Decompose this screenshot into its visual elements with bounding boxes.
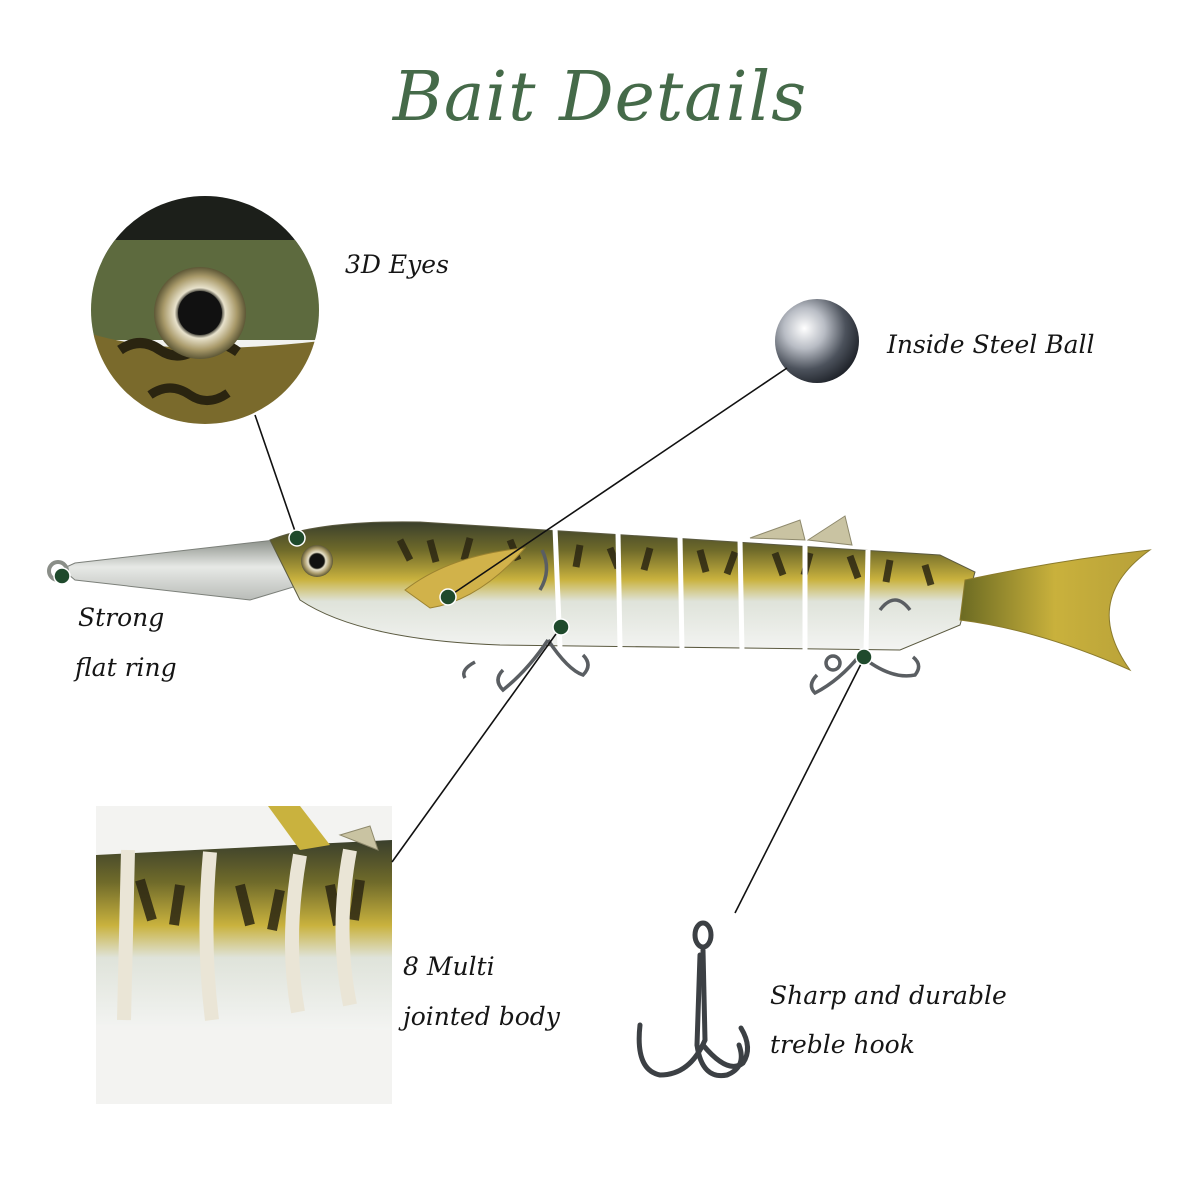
callout-ring-line2: flat ring — [75, 653, 177, 682]
callout-body-line1: 8 Multi — [403, 952, 495, 981]
page-title: Bait Details — [392, 58, 808, 137]
marker-dot-ring — [53, 567, 71, 585]
steel-ball-image — [775, 299, 859, 383]
callout-hook-line1: Sharp and durable — [770, 981, 1007, 1010]
jointed-body-closeup-inset — [96, 806, 392, 1104]
callout-hook-line2: treble hook — [770, 1030, 915, 1059]
callout-steel-ball: Inside Steel Ball — [887, 330, 1095, 359]
marker-dot-steel-ball — [439, 588, 457, 606]
treble-hook-image — [636, 920, 750, 1079]
lure-illustration — [47, 515, 1152, 696]
marker-dot-hook — [855, 648, 873, 666]
marker-dot-body — [552, 618, 570, 636]
marker-dot-eyes — [288, 529, 306, 547]
callout-3d-eyes: 3D Eyes — [345, 250, 449, 279]
eye-closeup-inset — [91, 196, 319, 424]
callout-ring-line1: Strong — [78, 603, 165, 632]
callout-lines — [254, 367, 865, 914]
callout-body-line2: jointed body — [403, 1002, 560, 1031]
